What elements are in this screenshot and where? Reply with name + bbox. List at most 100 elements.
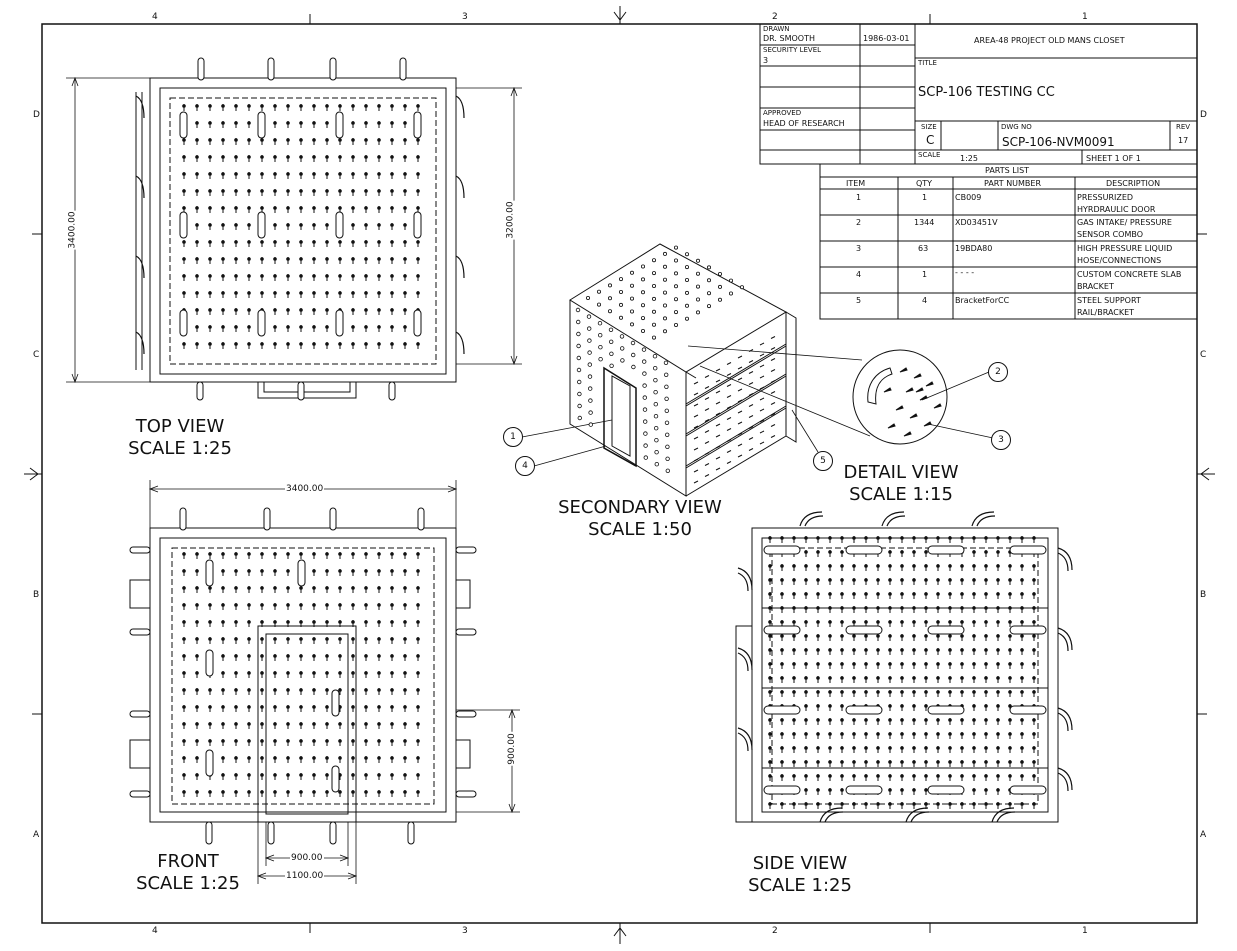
iso-top-hole (729, 278, 734, 283)
sensor-dot (312, 291, 316, 295)
parts-row-3-desc2: HOSE/CONNECTIONS (1077, 256, 1162, 265)
sensor-dot (816, 550, 820, 554)
iso-top-hole (729, 291, 734, 296)
sensor-dot (972, 760, 976, 764)
sensor-dot (325, 569, 329, 573)
sensor-dot (828, 690, 832, 694)
sensor-dot (996, 648, 1000, 652)
parts-row-3-item: 3 (856, 244, 862, 253)
sensor-dot (864, 648, 868, 652)
sensor-dot (286, 586, 290, 590)
sensor-dot (1032, 536, 1036, 540)
sensor-dot (338, 671, 342, 675)
sensor-dot (900, 536, 904, 540)
front-view-hoses (129, 507, 477, 845)
sensor-dot (876, 620, 880, 624)
sensor-dot (312, 739, 316, 743)
sensor-dot (208, 104, 212, 108)
sensor-dot (900, 648, 904, 652)
iso-side-mark (693, 480, 699, 484)
sensor-dot (1008, 774, 1012, 778)
parts-row-5-part: BracketForCC (955, 296, 1010, 305)
sensor-dot (972, 788, 976, 792)
iso-top-hole (685, 303, 690, 308)
sensor-dot (234, 637, 238, 641)
sensor-dot (325, 739, 329, 743)
hose-connection (297, 381, 305, 401)
sensor-dot (936, 606, 940, 610)
sensor-dot (1020, 606, 1024, 610)
sensor-dot (273, 671, 277, 675)
sensor-dot (377, 189, 381, 193)
iso-top-hole (674, 297, 679, 302)
parts-row-1-item: 1 (856, 193, 862, 202)
sensor-dot (828, 788, 832, 792)
sensor-dot (972, 536, 976, 540)
sensor-dot (377, 722, 381, 726)
sensor-dot (390, 603, 394, 607)
sensor-dot (221, 739, 225, 743)
sensor-dot (416, 291, 420, 295)
sensor-dot (876, 732, 880, 736)
sensor-dot (182, 756, 186, 760)
iso-front-hole (653, 414, 659, 419)
sensor-dot (273, 240, 277, 244)
sensor-dot (996, 718, 1000, 722)
front-view-scale: SCALE 1:25 (136, 873, 240, 894)
sensor-dot (416, 104, 420, 108)
sensor-dot (221, 291, 225, 295)
sensor-dot (221, 569, 225, 573)
sensor-dot (221, 308, 225, 312)
sensor-dot (182, 722, 186, 726)
sensor-dot (936, 648, 940, 652)
bent-hose (135, 175, 145, 199)
sensor-dot (299, 104, 303, 108)
sensor-dot (208, 257, 212, 261)
sensor-dot (936, 634, 940, 638)
sensor-dot (972, 746, 976, 750)
sensor-dot (828, 606, 832, 610)
sensor-dot (286, 240, 290, 244)
sensor-dot (972, 718, 976, 722)
hose-connection (257, 309, 266, 337)
hose-connection (179, 211, 188, 239)
sensor-dot (900, 788, 904, 792)
sensor-dot (403, 790, 407, 794)
sensor-dot (1020, 676, 1024, 680)
iso-front-hole (642, 371, 647, 376)
sensor-dot (876, 690, 880, 694)
sensor-dot (1008, 620, 1012, 624)
sensor-dot (299, 308, 303, 312)
sensor-dot (1032, 718, 1036, 722)
sensor-dot (816, 732, 820, 736)
sensor-dot (936, 802, 940, 806)
sensor-dot (273, 155, 277, 159)
sensor-dot (416, 671, 420, 675)
zone-row-d-right: D (1200, 110, 1207, 120)
hose-connection (399, 57, 407, 81)
sensor-dot (984, 620, 988, 624)
sensor-dot (912, 760, 916, 764)
front-view-drawing (129, 527, 471, 823)
sensor-dot (299, 342, 303, 346)
iso-top-hole (641, 277, 646, 282)
sensor-dot (221, 172, 225, 176)
sensor-dot (1020, 746, 1024, 750)
iso-front-hole (665, 456, 670, 461)
iso-side-mark (748, 360, 754, 363)
sensor-dot (984, 690, 988, 694)
sensor-dot (780, 578, 784, 582)
sensor-dot (1008, 606, 1012, 610)
sensor-dot (195, 620, 199, 624)
iso-side-mark (693, 381, 699, 385)
sensor-dot (876, 634, 880, 638)
sensor-dot (1008, 760, 1012, 764)
secondary-view-name: SECONDARY VIEW (558, 497, 722, 518)
sensor-dot (936, 564, 940, 568)
sensor-dot (182, 637, 186, 641)
sensor-dot (816, 774, 820, 778)
sensor-dot (403, 240, 407, 244)
sensor-dot (286, 705, 290, 709)
sensor-dot (416, 620, 420, 624)
sensor-dot (1032, 774, 1036, 778)
